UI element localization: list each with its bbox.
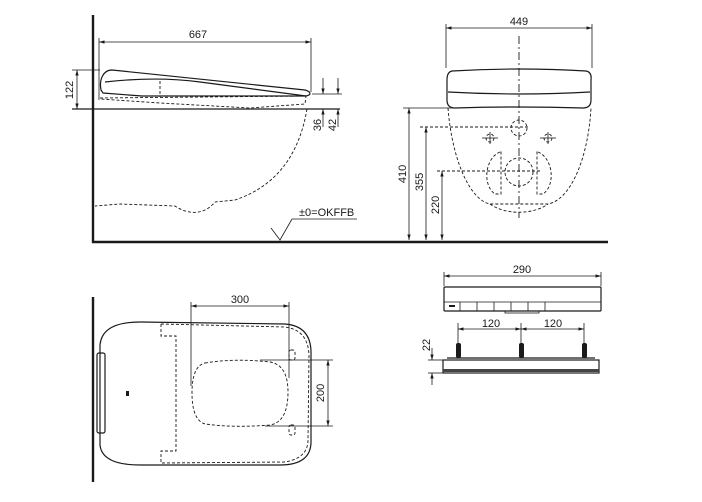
side-view: 667 122 36 42 ±0=OKFFB [64,15,608,244]
seat-front [446,68,592,109]
seat-top-outline [99,321,312,466]
dim-120-right-label: 120 [544,318,562,330]
front-view: 449 410 355 220 [397,16,593,240]
dim-300-label: 300 [231,294,249,306]
remote-control: 290 120 120 22 [421,264,602,385]
dim-355-label: 355 [414,173,426,191]
dim-120-left-label: 120 [482,318,500,330]
dim-410-label: 410 [397,165,409,183]
hinge [96,352,106,434]
wall-bracket [442,359,600,374]
sensor-dot [126,391,129,396]
dim-449-label: 449 [510,16,528,28]
bowl-outline [94,108,308,213]
remote-body [443,286,602,312]
dim-22-label: 22 [421,339,433,351]
dim-200-label: 200 [315,384,327,402]
dim-36-label: 36 [312,119,324,131]
dim-220-label: 220 [430,196,442,214]
dim-122-label: 122 [64,81,76,99]
dim-290-label: 290 [513,264,531,276]
floor-reference-label: ±0=OKFFB [299,207,354,219]
dim-42-label: 42 [327,119,339,131]
dim-667-label: 667 [189,29,207,41]
top-view: 300 200 [91,294,333,482]
bowl-opening [191,359,289,427]
bowl-front-outline [447,107,592,205]
